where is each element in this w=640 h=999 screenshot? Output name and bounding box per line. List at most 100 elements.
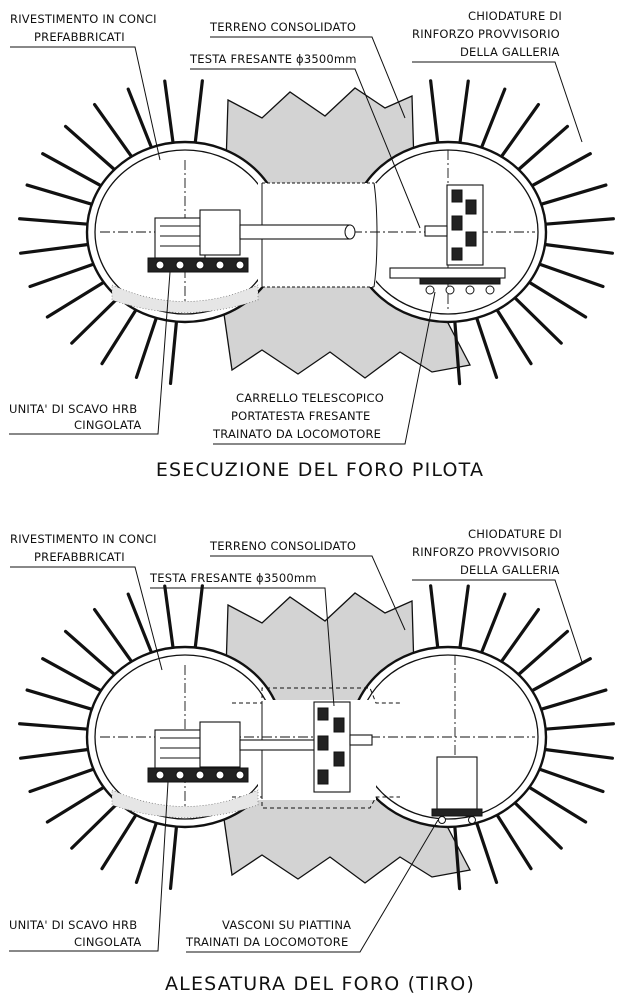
rock-bolt [498,607,541,665]
rock-bolt [63,629,118,678]
rock-bolt [25,183,96,207]
rock-bolt [453,823,462,891]
rock-bolt [453,318,462,386]
label-ground: TERRENO CONSOLIDATO [209,20,356,34]
rock-bolt [193,584,204,652]
rock-bolt [528,657,592,694]
label-bolts-3: DELLA GALLERIA [460,563,560,577]
rock-bolts-right [429,584,615,891]
rock-bolt [525,784,588,824]
rock-bolt [41,657,105,694]
rock-bolt [100,306,139,366]
muck-floor-left [111,284,259,313]
rock-bolt [515,629,570,678]
rock-bolt [18,722,91,731]
rock-bolt [528,152,592,189]
rock-bolt [19,747,92,760]
rock-bolt [41,152,105,189]
label-unit-2: CINGOLATA [74,935,141,949]
rock-bolt [45,279,108,319]
label-lining-1: RIVESTIMENTO IN CONCI [10,532,157,546]
rock-bolt [193,79,204,147]
rock-bolt [18,217,91,226]
hrb-crawler-unit [147,209,249,273]
rock-bolt [536,766,605,794]
label-head: TESTA FRESANTE ϕ3500mm [149,571,317,585]
rock-bolt [479,87,507,151]
rock-bolt [494,811,533,871]
rock-bolt [541,242,614,255]
label-lining-2: PREFABBRICATI [34,550,125,564]
rod-end [344,224,356,240]
rock-bolt [536,261,605,289]
rock-bolt [498,102,541,160]
rock-bolt [100,811,139,871]
rock-bolt [92,607,135,665]
rock-bolt [126,592,154,656]
panel-reaming: RIVESTIMENTO IN CONCI PREFABBRICATI TERR… [9,527,615,995]
drill-rod [239,739,316,751]
label-bolts-1: CHIODATURE DI [468,527,562,541]
label-lining-1: RIVESTIMENTO IN CONCI [10,12,157,26]
rock-bolt [168,318,179,386]
rock-bolt [537,688,608,712]
rock-bolt [19,242,92,255]
panel-pilot-hole: RIVESTIMENTO IN CONCI PREFABBRICATI TERR… [9,9,615,481]
rock-bolt [494,306,533,366]
rock-bolt [28,261,97,289]
rock-bolt [134,314,159,379]
panel-title-reaming: ALESATURA DEL FORO (TIRO) [165,973,475,995]
label-cart-1: VASCONI SU PIATTINA [222,918,351,932]
rock-bolts-right [429,79,615,386]
rock-bolt [511,799,563,850]
label-cart-2: TRAINATI DA LOCOMOTORE [185,935,348,949]
label-unit-1: UNITA' DI SCAVO HRB [9,402,137,416]
rock-bolt [537,183,608,207]
label-unit-1: UNITA' DI SCAVO HRB [9,918,137,932]
rock-bolts-left [18,584,204,891]
rock-bolt [134,819,159,884]
rock-bolts-left [18,79,204,386]
rock-bolt [542,722,615,731]
label-cart-3: TRAINATO DA LOCOMOTORE [212,427,381,441]
rock-bolt [429,79,440,147]
label-lining-2: PREFABBRICATI [34,30,125,44]
rock-bolt [429,584,440,652]
rock-bolt [525,279,588,319]
cutter-head [313,701,373,793]
rock-bolt [479,592,507,656]
rock-bolt [458,584,470,652]
rock-bolt [28,766,97,794]
cutter-head [424,184,484,266]
telescopic-cart [389,267,506,295]
rock-bolt [92,102,135,160]
label-bolts-2: RINFORZO PROVVISORIO [412,545,560,559]
label-bolts-2: RINFORZO PROVVISORIO [412,27,560,41]
rock-bolt [63,124,118,173]
rock-bolt [163,79,175,147]
muck-floor-left [111,789,259,818]
label-bolts-1: CHIODATURE DI [468,9,562,23]
rock-bolt [542,217,615,226]
label-cart-1: CARRELLO TELESCOPICO [236,391,384,405]
rock-bolt [126,87,154,151]
muck-skip-on-flatcar [431,756,483,824]
rock-bolt [70,294,122,345]
rock-bolt [474,819,499,884]
rock-bolt [25,688,96,712]
rock-bolt [474,314,499,379]
rock-bolt [511,294,563,345]
label-bolts-3: DELLA GALLERIA [460,45,560,59]
label-unit-2: CINGOLATA [74,418,141,432]
rock-bolt [70,799,122,850]
label-head: TESTA FRESANTE ϕ3500mm [189,52,357,66]
drill-rod [239,224,351,240]
rock-bolt [168,823,179,891]
label-ground: TERRENO CONSOLIDATO [209,539,356,553]
rock-bolt [541,747,614,760]
rock-bolt [458,79,470,147]
rock-bolt [45,784,108,824]
rock-bolt [163,584,175,652]
panel-title-pilot: ESECUZIONE DEL FORO PILOTA [156,459,484,481]
